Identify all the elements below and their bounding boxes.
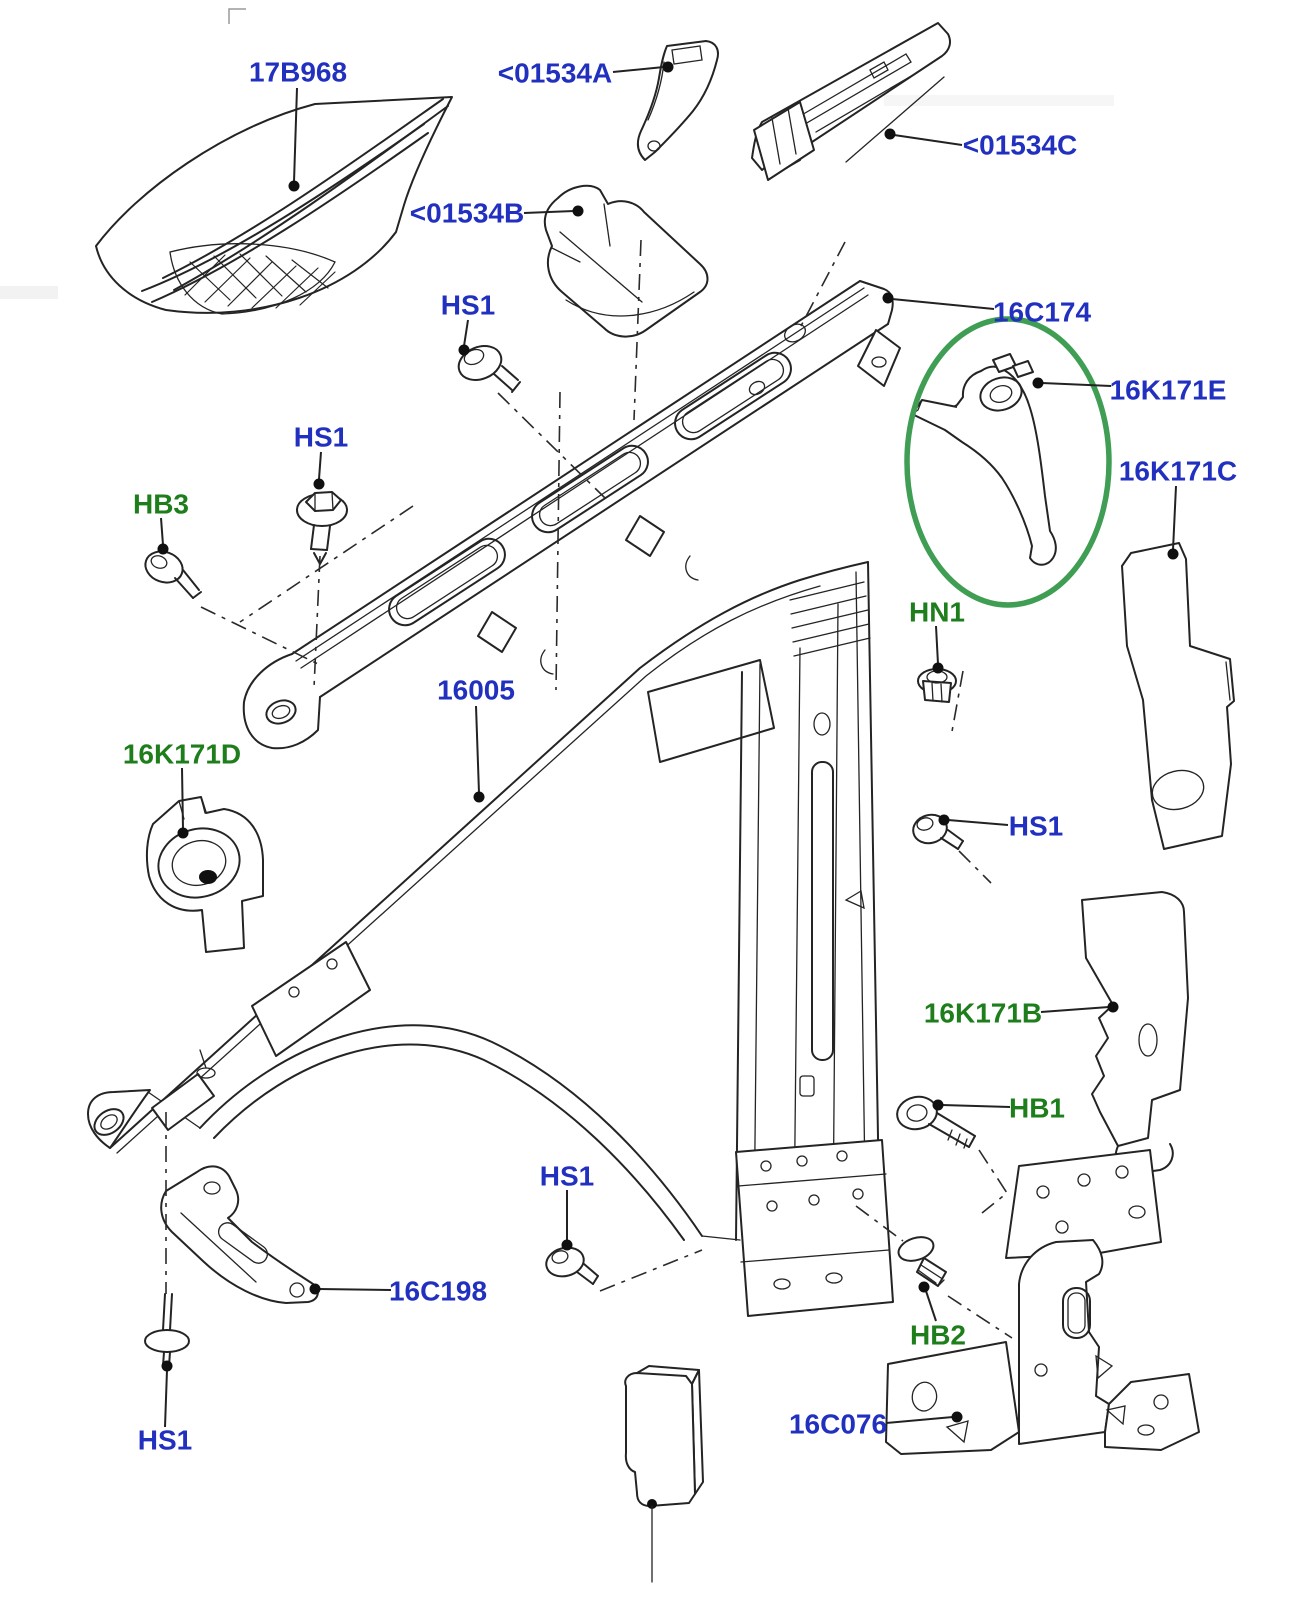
leader-dot-HB3 (157, 543, 169, 555)
part-label-HS1-b[interactable]: HS1 (294, 422, 348, 453)
leader-dot-16K171B (1107, 1001, 1119, 1013)
pushpin-HS1-e (144, 1293, 190, 1367)
leader-dot-16005 (473, 791, 485, 803)
screw-HS1-d (545, 1246, 599, 1285)
part-label-16005[interactable]: 16005 (437, 675, 515, 706)
part-label-17B968[interactable]: 17B968 (249, 57, 347, 88)
highlight-ellipse-16K171E (904, 316, 1112, 608)
leader-line-HS1-c (947, 819, 1009, 826)
leader-line-16K171C (1172, 485, 1177, 551)
artwork-layer (87, 22, 1235, 1583)
leader-line-01534C (893, 134, 963, 146)
part-label-HS1-c[interactable]: HS1 (1009, 811, 1063, 842)
part-label-16C076[interactable]: 16C076 (789, 1409, 887, 1440)
leader-line-HS1-b (318, 451, 322, 480)
scan-artifact (884, 95, 1114, 106)
bracket-16K171D-drawing (145, 796, 264, 953)
part-label-16K171C[interactable]: 16K171C (1119, 456, 1237, 487)
highlight-ring-layer (904, 316, 1112, 608)
leader-dot-HS1-c (938, 814, 950, 826)
part-label-16C198[interactable]: 16C198 (389, 1276, 487, 1307)
bracket-16C198-drawing (160, 1165, 319, 1304)
leader-dot-16K171E (1032, 377, 1044, 389)
leader-dot-01534A (662, 61, 674, 73)
pushpin-HB3-drawing (144, 550, 202, 599)
leader-line-16K171E (1041, 382, 1112, 387)
leader-line-HN1 (935, 625, 939, 665)
part-label-01534B[interactable]: <01534B (410, 198, 524, 229)
part-label-16C174[interactable]: 16C174 (993, 297, 1092, 328)
hood-vent-17B968-drawing (95, 96, 453, 315)
bracket-16C076-drawing (885, 1149, 1200, 1455)
leader-dot-16K171D (177, 827, 189, 839)
leader-dot-16C198 (309, 1283, 321, 1295)
leader-dot-HN1 (932, 662, 944, 674)
panel-16K171B-drawing (1081, 891, 1189, 1175)
leader-line-HS1-a (463, 319, 469, 347)
leader-dot-16C174 (882, 292, 894, 304)
leader-line-16K171D (181, 767, 184, 830)
vent-mesh (184, 253, 336, 309)
bolt-HB1-drawing (896, 1095, 976, 1149)
leader-dot-01534C (884, 128, 896, 140)
leader-line-HS1-e (164, 1369, 168, 1428)
leader-line-01534B (523, 210, 575, 214)
leader-dot-HS1-e (161, 1360, 173, 1372)
leader-line-16C174 (891, 298, 995, 310)
nut-HN1-drawing (917, 668, 957, 703)
leader-line-16C198 (318, 1288, 392, 1291)
apron-panel-drawing (647, 561, 894, 1317)
leader-dot-HB2 (918, 1281, 930, 1293)
part-label-01534C[interactable]: <01534C (963, 130, 1077, 161)
leader-dot-HB1 (932, 1099, 944, 1111)
clip-HB2-drawing (897, 1236, 947, 1287)
leader-line-16C076 (885, 1416, 954, 1424)
channel-01534C-drawing (751, 22, 951, 181)
leader-line-16005 (475, 705, 480, 794)
screw-HS1-a (457, 345, 521, 393)
panel-16K171C-drawing (1121, 542, 1235, 850)
leader-dot-HS1-a (458, 344, 470, 356)
block-01534B-drawing (543, 184, 709, 338)
page-corner-mark (228, 8, 246, 24)
part-label-HS1-a[interactable]: HS1 (441, 290, 495, 321)
leader-line-16K171B (1040, 1006, 1110, 1013)
part-label-16K171D[interactable]: 16K171D (123, 739, 241, 770)
leader-line-17B968 (293, 87, 298, 183)
leader-dot-16K171C (1167, 548, 1179, 560)
leader-line-HB1 (941, 1104, 1011, 1108)
part-label-16K171B[interactable]: 16K171B (924, 998, 1042, 1029)
fender-16005-drawing (87, 561, 869, 1241)
pad-drawing (624, 1365, 704, 1583)
leader-line-HB3 (160, 517, 164, 546)
part-label-16K171E[interactable]: 16K171E (1110, 375, 1227, 406)
assembly-axes (165, 239, 1013, 1339)
bracket-01534A-drawing (636, 40, 719, 161)
screw-HS1-b (296, 491, 348, 565)
leader-line-01534A (612, 66, 665, 73)
part-label-HB2[interactable]: HB2 (910, 1320, 966, 1351)
part-label-HS1-d[interactable]: HS1 (540, 1161, 594, 1192)
leader-lines-layer (157, 61, 1179, 1428)
bracket-16K171E-drawing (911, 353, 1057, 566)
part-label-HB3[interactable]: HB3 (133, 489, 189, 520)
leader-dot-01534B (572, 205, 584, 217)
leader-dot-17B968 (288, 180, 300, 192)
leader-dot-16C076 (951, 1411, 963, 1423)
leader-dot-HS1-b (313, 478, 325, 490)
part-label-HB1[interactable]: HB1 (1009, 1093, 1065, 1124)
scan-artifact (0, 286, 58, 299)
leader-line-HB2 (925, 1290, 937, 1322)
leader-dot-HS1-d (561, 1239, 573, 1251)
part-labels-layer: 17B968 <01534A <01534C <01534B HS1 16C174 16K1… (123, 57, 1237, 1456)
part-label-01534A[interactable]: <01534A (498, 58, 612, 89)
screw-HS1-c (912, 813, 964, 850)
rail-16C174-drawing (242, 280, 901, 750)
part-label-HS1-e[interactable]: HS1 (138, 1425, 192, 1456)
part-label-HN1[interactable]: HN1 (909, 597, 965, 628)
